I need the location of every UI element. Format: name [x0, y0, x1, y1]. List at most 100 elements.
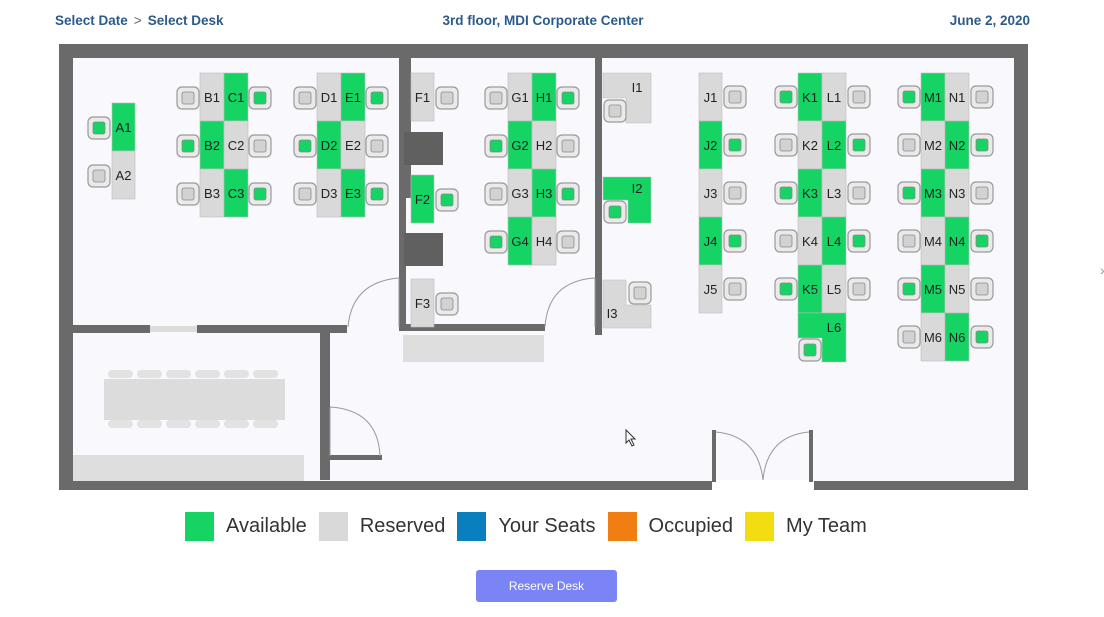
desk-i3[interactable]: I3: [602, 279, 652, 329]
desk-label: I1: [632, 80, 643, 95]
desk-label: D1: [321, 90, 338, 105]
desk-k4[interactable]: K4: [797, 216, 823, 266]
desk-chair-icon: [723, 85, 747, 109]
desk-j1[interactable]: J1: [698, 72, 723, 122]
desk-m6[interactable]: M6: [920, 312, 946, 362]
desk-e1[interactable]: E1: [340, 72, 366, 122]
conference-chair: [253, 370, 278, 378]
desk-g2[interactable]: G2: [507, 120, 533, 170]
legend-label: Available: [226, 515, 307, 537]
desk-c2[interactable]: C2: [223, 120, 249, 170]
desk-e2[interactable]: E2: [340, 120, 366, 170]
desk-n3[interactable]: N3: [944, 168, 970, 218]
breadcrumb-select-date[interactable]: Select Date: [55, 13, 128, 28]
desk-label: K2: [802, 138, 818, 153]
wall-room-f: [403, 58, 411, 198]
desk-label: M5: [924, 282, 942, 297]
desk-k5[interactable]: K5: [797, 264, 823, 314]
desk-j3[interactable]: J3: [698, 168, 723, 218]
desk-label: H2: [536, 138, 553, 153]
desk-n6[interactable]: N6: [944, 312, 970, 362]
legend-label: Occupied: [648, 515, 734, 537]
desk-chair-icon: [723, 277, 747, 301]
desk-label: I3: [607, 306, 618, 321]
desk-g3[interactable]: G3: [507, 168, 533, 218]
desk-c3[interactable]: C3: [223, 168, 249, 218]
main-entrance: [712, 480, 814, 490]
desk-m3[interactable]: M3: [920, 168, 946, 218]
desk-d3[interactable]: D3: [316, 168, 342, 218]
desk-f1[interactable]: F1: [410, 72, 435, 122]
desk-h3[interactable]: H3: [531, 168, 557, 218]
desk-e3[interactable]: E3: [340, 168, 366, 218]
desk-chair-icon: [897, 325, 921, 349]
desk-chair-icon: [248, 182, 272, 206]
desk-j2[interactable]: J2: [698, 120, 723, 170]
desk-chair-icon: [774, 277, 798, 301]
desk-n5[interactable]: N5: [944, 264, 970, 314]
desk-label: G1: [511, 90, 528, 105]
desk-a2[interactable]: A2: [111, 150, 136, 200]
legend-label: Reserved: [359, 515, 446, 537]
desk-l4[interactable]: L4: [821, 216, 847, 266]
desk-i1[interactable]: I1: [602, 72, 652, 124]
desk-label: G4: [511, 234, 528, 249]
door-swing: [715, 431, 764, 481]
desk-chair-icon: [723, 181, 747, 205]
legend-occupied: Occupied: [607, 512, 734, 541]
desk-n1[interactable]: N1: [944, 72, 970, 122]
desk-j5[interactable]: J5: [698, 264, 723, 314]
desk-j4[interactable]: J4: [698, 216, 723, 266]
desk-chair-icon: [847, 181, 871, 205]
desk-c1[interactable]: C1: [223, 72, 249, 122]
desk-label: J2: [704, 138, 718, 153]
desk-chair-icon: [774, 229, 798, 253]
desk-m4[interactable]: M4: [920, 216, 946, 266]
desk-chair-icon: [847, 277, 871, 301]
desk-h1[interactable]: H1: [531, 72, 557, 122]
desk-g1[interactable]: G1: [507, 72, 533, 122]
desk-m5[interactable]: M5: [920, 264, 946, 314]
desk-d2[interactable]: D2: [316, 120, 342, 170]
desk-m1[interactable]: M1: [920, 72, 946, 122]
desk-b3[interactable]: B3: [199, 168, 225, 218]
desk-a1[interactable]: A1: [111, 102, 136, 152]
desk-l3[interactable]: L3: [821, 168, 847, 218]
desk-f3[interactable]: F3: [410, 278, 435, 328]
desk-i2[interactable]: I2: [602, 176, 652, 224]
desk-label: L1: [827, 90, 841, 105]
desk-n2[interactable]: N2: [944, 120, 970, 170]
conference-chair: [137, 420, 162, 428]
breadcrumb-separator: >: [133, 13, 142, 28]
desk-g4[interactable]: G4: [507, 216, 533, 266]
desk-label: M1: [924, 90, 942, 105]
desk-k3[interactable]: K3: [797, 168, 823, 218]
desk-k2[interactable]: K2: [797, 120, 823, 170]
desk-b2[interactable]: B2: [199, 120, 225, 170]
desk-chair-icon: [176, 182, 200, 206]
desk-n4[interactable]: N4: [944, 216, 970, 266]
door-swing: [329, 406, 381, 457]
desk-b1[interactable]: B1: [199, 72, 225, 122]
conference-chair: [137, 370, 162, 378]
desk-k1[interactable]: K1: [797, 72, 823, 122]
desk-f2[interactable]: F2: [410, 174, 435, 224]
conference-chair: [108, 370, 133, 378]
desk-chair-icon: [774, 133, 798, 157]
desk-l5[interactable]: L5: [821, 264, 847, 314]
desk-chair-icon: [484, 230, 508, 254]
desk-h2[interactable]: H2: [531, 120, 557, 170]
desk-m2[interactable]: M2: [920, 120, 946, 170]
desk-label: N3: [949, 186, 966, 201]
desk-l1[interactable]: L1: [821, 72, 847, 122]
wall-conference-top: [73, 325, 150, 333]
reserve-desk-button[interactable]: Reserve Desk: [476, 570, 617, 602]
desk-h4[interactable]: H4: [531, 216, 557, 266]
legend-label: My Team: [786, 515, 867, 537]
window: [150, 326, 197, 332]
desk-l6[interactable]: L6: [797, 312, 847, 363]
desk-l2[interactable]: L2: [821, 120, 847, 170]
desk-d1[interactable]: D1: [316, 72, 342, 122]
desk-label: B2: [204, 138, 220, 153]
